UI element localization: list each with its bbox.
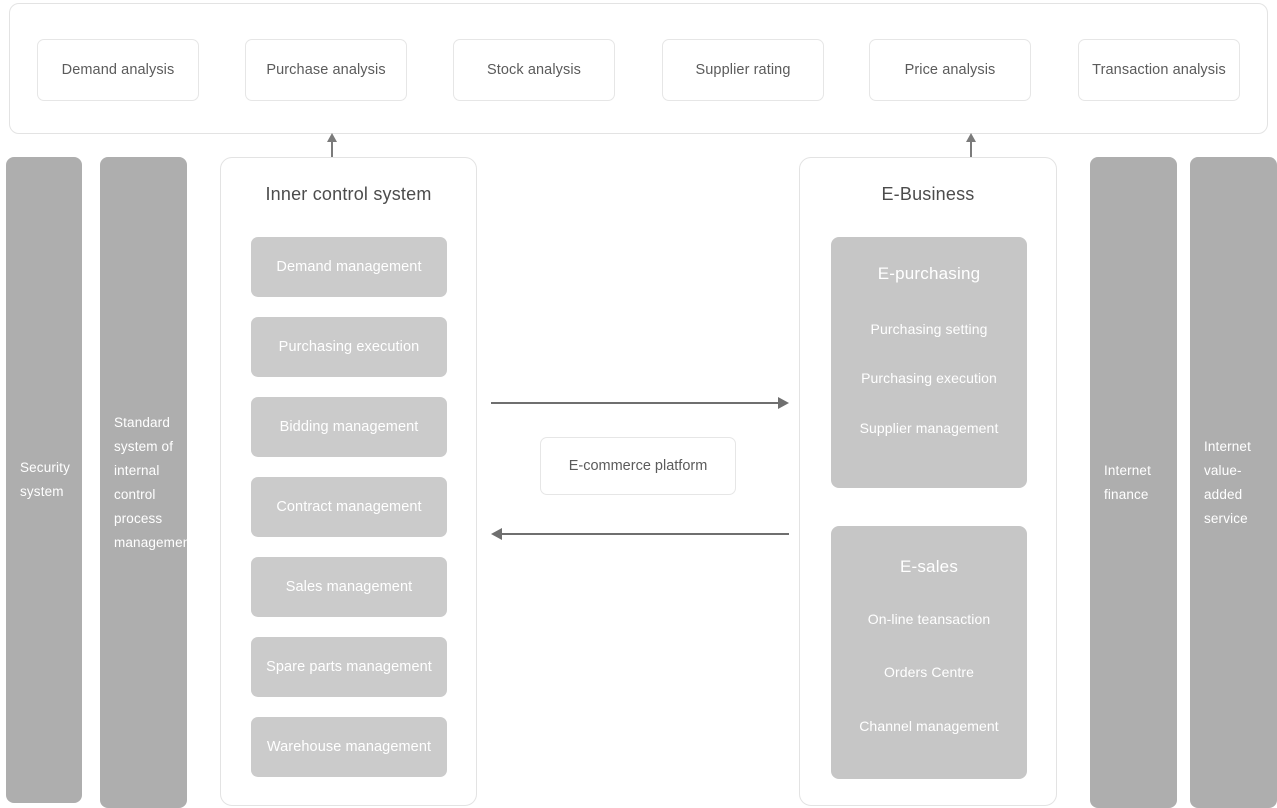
analysis-chip-demand[interactable]: Demand analysis (37, 39, 199, 101)
item-label: Supplier management (859, 420, 999, 436)
analysis-chip-stock[interactable]: Stock analysis (453, 39, 615, 101)
analysis-chip-label: Purchase analysis (266, 62, 386, 78)
arrow-inner-to-ebusiness-icon (491, 397, 789, 409)
arrow-shaft (501, 533, 789, 535)
arrow-shaft (491, 402, 779, 404)
side-column-label: Standard system of internal control proc… (114, 414, 195, 550)
e-purchasing-item-supplier-management[interactable]: Supplier management (831, 420, 1027, 436)
arrow-head (966, 133, 976, 142)
e-sales-item-online-transaction[interactable]: On-line teansaction (831, 611, 1027, 627)
analysis-chip-transaction[interactable]: Transaction analysis (1078, 39, 1240, 101)
side-column-label: Internet value-added service (1204, 438, 1251, 526)
item-label: Demand management (276, 259, 422, 275)
arrow-head (778, 397, 789, 409)
item-label: Contract management (276, 499, 422, 515)
arrow-head (327, 133, 337, 142)
e-purchasing-item-purchasing-execution[interactable]: Purchasing execution (831, 370, 1027, 386)
analysis-chip-purchase[interactable]: Purchase analysis (245, 39, 407, 101)
item-label: Spare parts management (266, 659, 432, 675)
analysis-chip-price[interactable]: Price analysis (869, 39, 1031, 101)
item-label: Channel management (859, 718, 999, 734)
analysis-chip-label: Transaction analysis (1092, 62, 1226, 78)
side-column-label: Internet finance (1104, 462, 1151, 502)
item-label: Warehouse management (266, 739, 432, 755)
inner-control-item-bidding-management[interactable]: Bidding management (251, 397, 447, 457)
e-commerce-platform-label: E-commerce platform (568, 458, 708, 474)
analysis-chip-supplier-rating[interactable]: Supplier rating (662, 39, 824, 101)
inner-control-system-panel: Inner control system Demand management P… (220, 157, 477, 806)
analysis-bar: Demand analysis Purchase analysis Stock … (9, 3, 1268, 134)
item-label: Purchasing setting (870, 321, 988, 337)
inner-control-item-demand-management[interactable]: Demand management (251, 237, 447, 297)
analysis-chip-label: Demand analysis (61, 62, 175, 78)
e-sales-title: E-sales (899, 557, 959, 576)
side-column-internet-finance[interactable]: Internet finance (1090, 157, 1177, 808)
inner-control-item-contract-management[interactable]: Contract management (251, 477, 447, 537)
arrow-head (491, 528, 502, 540)
e-purchasing-group[interactable]: E-purchasing Purchasing setting Purchasi… (831, 237, 1027, 488)
e-purchasing-title: E-purchasing (877, 264, 981, 283)
analysis-chip-label: Stock analysis (486, 62, 582, 78)
side-column-internet-value-added-service[interactable]: Internet value-added service (1190, 157, 1277, 808)
item-label: Sales management (285, 579, 413, 595)
arrow-shaft (970, 140, 972, 157)
arrow-ebusiness-to-inner-icon (491, 528, 789, 540)
analysis-chip-label: Supplier rating (695, 62, 791, 78)
side-column-standard-system[interactable]: Standard system of internal control proc… (100, 157, 194, 808)
item-label: Orders Centre (884, 664, 974, 680)
arrow-shaft (331, 140, 333, 157)
e-business-panel: E-Business E-purchasing Purchasing setti… (799, 157, 1057, 806)
analysis-chip-label: Price analysis (904, 62, 996, 78)
e-sales-item-orders-centre[interactable]: Orders Centre (831, 664, 1027, 680)
up-arrow-right-icon (964, 133, 978, 157)
inner-control-item-spare-parts-management[interactable]: Spare parts management (251, 637, 447, 697)
inner-control-item-purchasing-execution[interactable]: Purchasing execution (251, 317, 447, 377)
inner-control-item-warehouse-management[interactable]: Warehouse management (251, 717, 447, 777)
item-label: Purchasing execution (278, 339, 420, 355)
up-arrow-left-icon (325, 133, 339, 157)
e-business-title: E-Business (881, 184, 975, 204)
e-sales-item-channel-management[interactable]: Channel management (831, 718, 1027, 734)
e-purchasing-item-purchasing-setting[interactable]: Purchasing setting (831, 321, 1027, 337)
item-label: Bidding management (279, 419, 419, 435)
inner-control-system-title: Inner control system (265, 184, 432, 204)
side-column-security-system[interactable]: Security system (6, 157, 82, 803)
e-commerce-platform-box[interactable]: E-commerce platform (540, 437, 736, 495)
item-label: On-line teansaction (867, 611, 991, 627)
side-column-label: Security system (20, 460, 70, 499)
item-label: Purchasing execution (861, 370, 997, 386)
inner-control-item-sales-management[interactable]: Sales management (251, 557, 447, 617)
e-sales-group[interactable]: E-sales On-line teansaction Orders Centr… (831, 526, 1027, 779)
